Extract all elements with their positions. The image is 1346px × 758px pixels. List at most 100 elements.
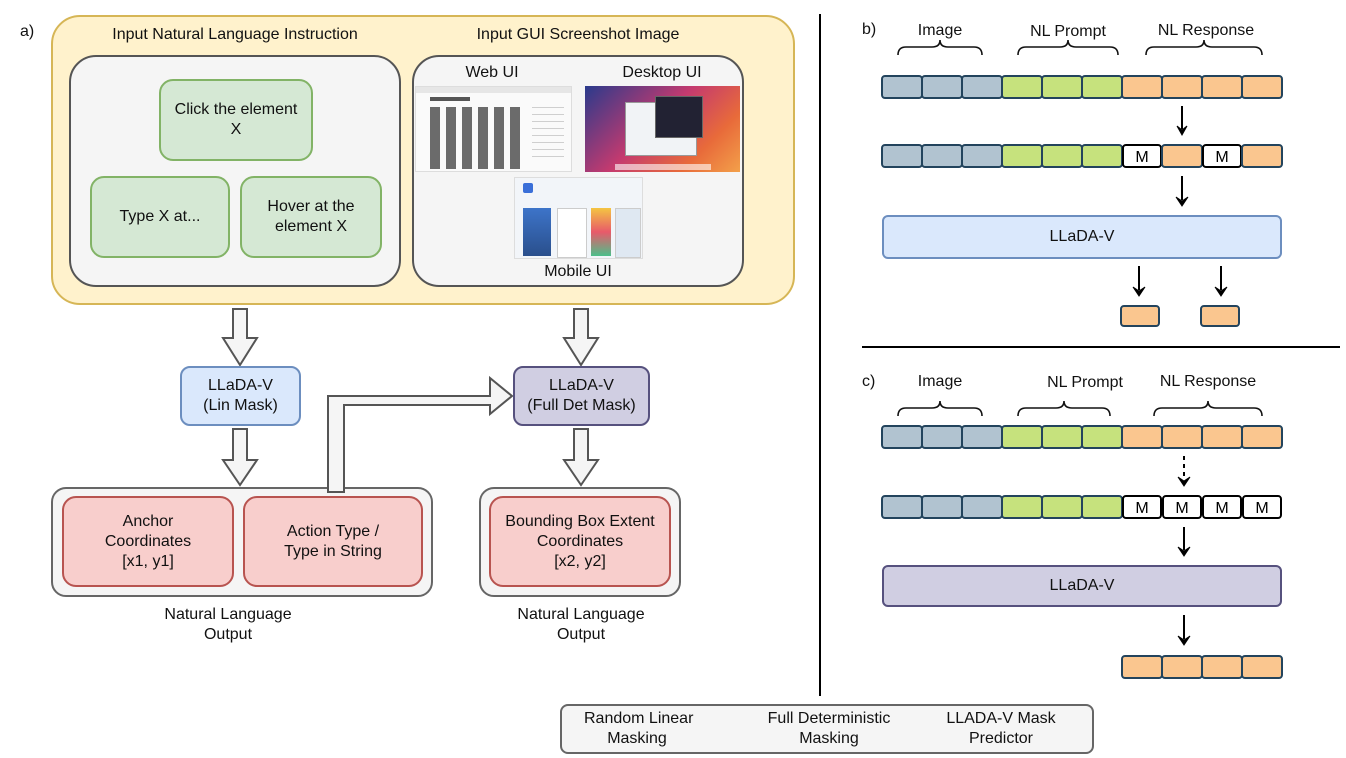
b-input-row-response-token: [1121, 75, 1163, 99]
b-masked-row-image-token: [881, 144, 923, 168]
c-masked-row-mask-token: [1202, 495, 1242, 519]
c-input-row-response-token: [1241, 425, 1283, 449]
b-predict-arrow: [1175, 176, 1189, 207]
c-input-row-image-token: [921, 425, 963, 449]
model-bar-c-label: LLaDA-V: [1049, 577, 1115, 594]
flow-arrow-instruction: [221, 308, 259, 367]
b-out-arrow-left: [1132, 266, 1146, 297]
brace-response-c: [1153, 400, 1263, 417]
model-bar-b: LLaDA-V: [882, 215, 1282, 259]
c-input-row-image-token: [961, 425, 1003, 449]
legend-full-det-line-1: Full Deterministic: [767, 710, 891, 727]
web-thumb-grid: [430, 107, 522, 169]
b-input-row-prompt-token: [1001, 75, 1043, 99]
c-input-row-response-token: [1121, 425, 1163, 449]
c-input-row-image-token: [881, 425, 923, 449]
b-mask-arrow: [1176, 106, 1188, 137]
web-thumb-sidebar: [532, 107, 564, 157]
instruction-type: Type X at...: [90, 176, 230, 258]
action-line-2: Type in String: [284, 542, 382, 560]
c-masked-row-mask-token-label: M: [1135, 500, 1148, 517]
c-masked-row-mask-token: [1242, 495, 1282, 519]
mobile-ui-label: Mobile UI: [544, 263, 612, 280]
desktop-thumb-dock: [615, 164, 711, 170]
c-masked-row-mask-token-label: M: [1175, 500, 1188, 517]
mobile-thumb-screen-3: [591, 208, 611, 256]
output-caption-right: Natural Language Output: [481, 605, 681, 645]
legend-random-linear: Random Linear Masking: [584, 709, 694, 749]
legend: [560, 704, 1094, 754]
c-input-row-prompt-token: [1041, 425, 1083, 449]
web-thumb-header: [416, 87, 571, 93]
b-predicted-token: [1120, 305, 1160, 327]
c-masked-row-mask-token-label: M: [1255, 500, 1268, 517]
b-input-row-response-token: [1241, 75, 1283, 99]
action-line-1: Action Type /: [286, 522, 380, 540]
b-input-row-prompt-token: [1041, 75, 1083, 99]
mobile-thumb-icon: [523, 183, 533, 193]
bbox-line-1: Bounding Box Extent: [505, 512, 655, 530]
b-input-row-image-token: [921, 75, 963, 99]
legend-full-deterministic: Full Deterministic Masking: [754, 709, 904, 749]
brace-label-image-b: Image: [917, 22, 963, 39]
c-input-row-response-token: [1201, 425, 1243, 449]
brace-label-prompt-b: NL Prompt: [1030, 23, 1106, 40]
model-lin-mask: LLaDA-V (Lin Mask): [180, 366, 301, 426]
b-input-row-image-token: [881, 75, 923, 99]
b-masked-row-image-token: [961, 144, 1003, 168]
mobile-thumb-screen-1: [523, 208, 551, 256]
b-masked-row-prompt-token: [1081, 144, 1123, 168]
legend-predictor-line-1: LLADA-V Mask: [946, 710, 1056, 727]
c-masked-row-mask-token: [1122, 495, 1162, 519]
output-caption-left-line-1: Natural Language: [164, 606, 292, 623]
b-out-arrow-right: [1214, 266, 1228, 297]
output-caption-left: Natural Language Output: [128, 605, 328, 645]
b-input-row-image-token: [961, 75, 1003, 99]
b-input-row-response-token: [1161, 75, 1203, 99]
brace-label-prompt-c: NL Prompt: [1047, 374, 1123, 391]
c-predicted-token: [1241, 655, 1283, 679]
brace-label-image-c: Image: [917, 373, 963, 390]
b-input-row-response-token: [1201, 75, 1243, 99]
mobile-thumb-screen-4: [615, 208, 641, 258]
web-ui-label: Web UI: [465, 64, 519, 81]
c-masked-row-mask-token: [1162, 495, 1202, 519]
b-masked-row-mask-token-label: M: [1215, 149, 1228, 166]
legend-random-linear-line-2: Masking: [607, 730, 667, 747]
instruction-hover: Hover at the element X: [240, 176, 382, 258]
c-predict-arrow: [1177, 527, 1191, 557]
b-masked-row-prompt-token: [1001, 144, 1043, 168]
legend-predictor-line-2: Predictor: [968, 730, 1034, 747]
b-masked-row-image-token: [921, 144, 963, 168]
b-masked-row-mask-token-label: M: [1135, 149, 1148, 166]
c-masked-row-prompt-token: [1001, 495, 1043, 519]
c-masked-row-image-token: [921, 495, 963, 519]
instruction-click-text: Click the element X: [174, 101, 298, 138]
instruction-hover-text: Hover at the element X: [267, 198, 355, 235]
brace-image-b: [897, 39, 983, 56]
anchor-line-3: [x1, y1]: [122, 552, 174, 570]
model-bar-c: LLaDA-V: [882, 565, 1282, 607]
c-masked-row-image-token: [961, 495, 1003, 519]
model-lin-name: LLaDA-V: [208, 377, 273, 394]
screenshot-header: Input GUI Screenshot Image: [476, 26, 680, 43]
c-masked-row-mask-token-label: M: [1215, 500, 1228, 517]
output-anchor-coordinates: Anchor Coordinates [x1, y1]: [62, 496, 234, 587]
panel-c-tag: c): [862, 373, 876, 390]
legend-random-linear-line-1: Random Linear: [584, 710, 694, 727]
c-input-row-response-token: [1161, 425, 1203, 449]
panel-a-tag: a): [20, 23, 35, 40]
flow-arrow-action-to-full: [327, 375, 514, 493]
b-masked-row-prompt-token: [1041, 144, 1083, 168]
output-action-type: Action Type / Type in String: [243, 496, 423, 587]
legend-predictor: LLADA-V Mask Predictor: [936, 709, 1066, 749]
panel-b-tag: b): [862, 21, 877, 38]
c-masked-row-prompt-token: [1081, 495, 1123, 519]
output-caption-right-line-2: Output: [556, 626, 606, 643]
c-predicted-token: [1121, 655, 1163, 679]
bbox-line-3: [x2, y2]: [554, 552, 606, 570]
output-caption-right-line-1: Natural Language: [517, 606, 645, 623]
b-input-row-prompt-token: [1081, 75, 1123, 99]
flow-arrow-full-output: [562, 428, 600, 487]
output-caption-left-line-2: Output: [203, 626, 253, 643]
